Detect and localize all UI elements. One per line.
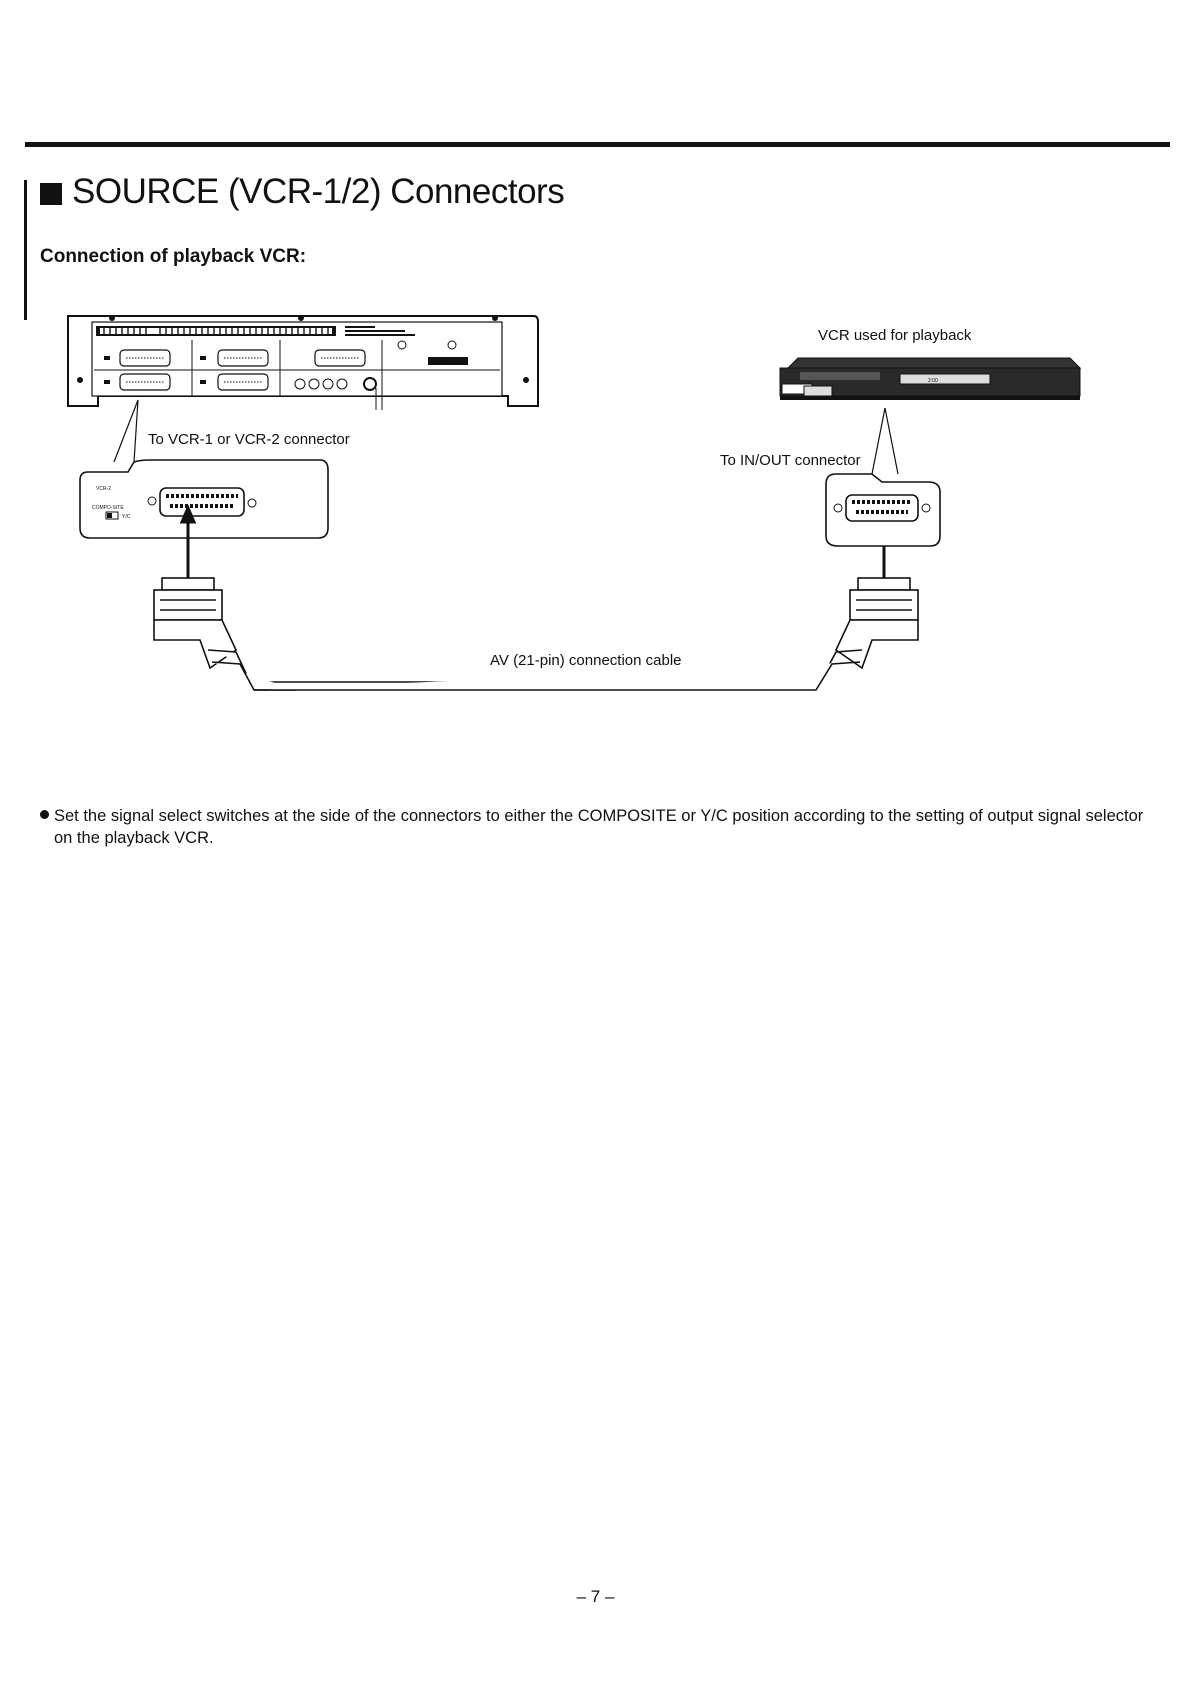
cable-label: AV (21-pin) connection cable: [490, 652, 682, 669]
top-rule: [25, 142, 1170, 147]
inout-label: To IN/OUT connector: [720, 452, 861, 469]
inout-panel: [825, 473, 941, 547]
instruction-note: Set the signal select switches at the si…: [40, 805, 1144, 849]
vcr-used-label: VCR used for playback: [818, 327, 972, 344]
brand-logo-text: JVC: [438, 360, 448, 366]
page-number: – 7 –: [576, 1587, 615, 1606]
section-title: SOURCE (VCR-1/2) Connectors: [40, 172, 565, 212]
arrow-left: [179, 504, 197, 578]
vcr-connector-label: To VCR-1 or VCR-2 connector: [148, 431, 350, 448]
monitor-rear-panel: JVC: [67, 315, 539, 410]
playback-vcr: 2:00: [779, 357, 1082, 400]
bullet-dot-icon: [40, 810, 49, 819]
subtitle: Connection of playback VCR:: [40, 246, 307, 267]
vcr-display-text: 2:00: [928, 378, 938, 384]
right-scart-plug: [254, 577, 919, 691]
composite-label: COMPO-SITE: [92, 505, 124, 511]
square-bullet-icon: [40, 182, 62, 205]
connection-diagram: JVC To VCR-1 or VCR-2 connector VCR-2 CO…: [67, 315, 1082, 691]
vcr2-label: VCR-2: [96, 486, 111, 492]
section-title-text: SOURCE (VCR-1/2) Connectors: [72, 172, 565, 211]
vcr2-panel: VCR-2 COMPO-SITE Y/C: [79, 459, 329, 539]
instruction-note-text: Set the signal select switches at the si…: [54, 807, 1144, 847]
section-side-bar: [24, 180, 27, 320]
yc-label: Y/C: [122, 514, 131, 520]
left-scart-plug: [153, 577, 296, 691]
